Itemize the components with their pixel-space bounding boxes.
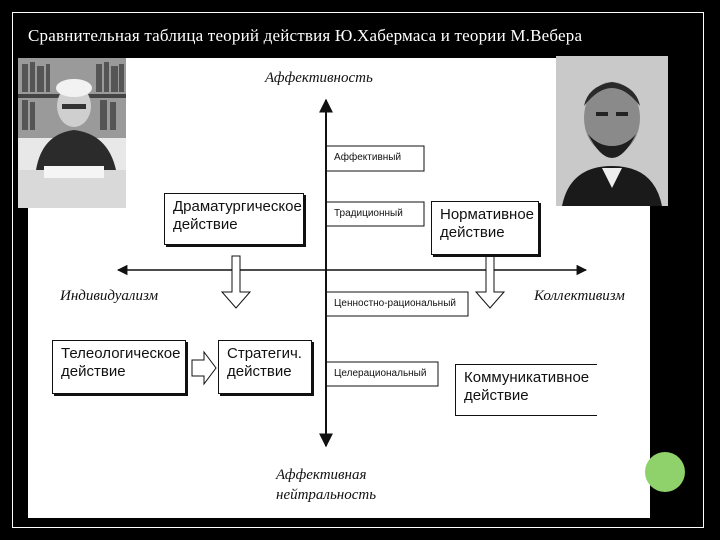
strategic-action-box: Стратегич. действие — [218, 340, 312, 394]
goal-rational-frame — [326, 361, 439, 387]
right-hollow-arrow — [191, 350, 217, 386]
slide-title: Сравнительная таблица теорий действия Ю.… — [28, 26, 583, 45]
right-down-arrow — [474, 255, 506, 309]
weber-value-rational-label: Ценностно-рациональный — [334, 298, 456, 309]
axis-label-neutrality-line1: Аффективная — [276, 467, 367, 483]
communicative-action-box: Коммуникативное действие — [455, 364, 597, 416]
axis-label-individualism: Индивидуализм — [60, 288, 159, 304]
normative-line1: Нормативное — [440, 206, 535, 223]
axis-label-neutrality-line2: нейтральность — [276, 487, 377, 503]
axis-label-affectivity: Аффективность — [265, 70, 373, 86]
teleological-line1: Телеологическое — [61, 345, 181, 362]
teleological-line2: действие — [61, 363, 126, 380]
diagram-panel — [28, 58, 650, 518]
communicative-line1: Коммуникативное — [464, 369, 590, 386]
weber-photo — [556, 56, 668, 206]
communicative-line2: действие — [464, 387, 529, 404]
axis-label-collectivism: Коллективизм — [534, 288, 625, 304]
dramaturgical-line1: Драматургическое — [173, 198, 302, 215]
weber-affective-label: Аффективный — [334, 152, 402, 163]
dramaturgical-action-box: Драматургическое действие — [164, 193, 304, 245]
strategic-line2: действие — [227, 363, 292, 380]
left-down-arrow — [220, 255, 252, 309]
accent-circle — [645, 452, 685, 492]
normative-action-box: Нормативное действие — [431, 201, 539, 255]
habermas-photo — [18, 58, 126, 208]
weber-traditional-label: Традиционный — [334, 208, 403, 219]
traditional-frame — [326, 201, 425, 227]
weber-goal-rational-label: Целерациональный — [334, 368, 427, 379]
value-rational-frame — [326, 291, 469, 317]
dramaturgical-line2: действие — [173, 216, 238, 233]
teleological-action-box: Телеологическое действие — [52, 340, 186, 394]
strategic-line1: Стратегич. — [227, 345, 302, 362]
normative-line2: действие — [440, 224, 505, 241]
affective-frame — [326, 145, 425, 172]
